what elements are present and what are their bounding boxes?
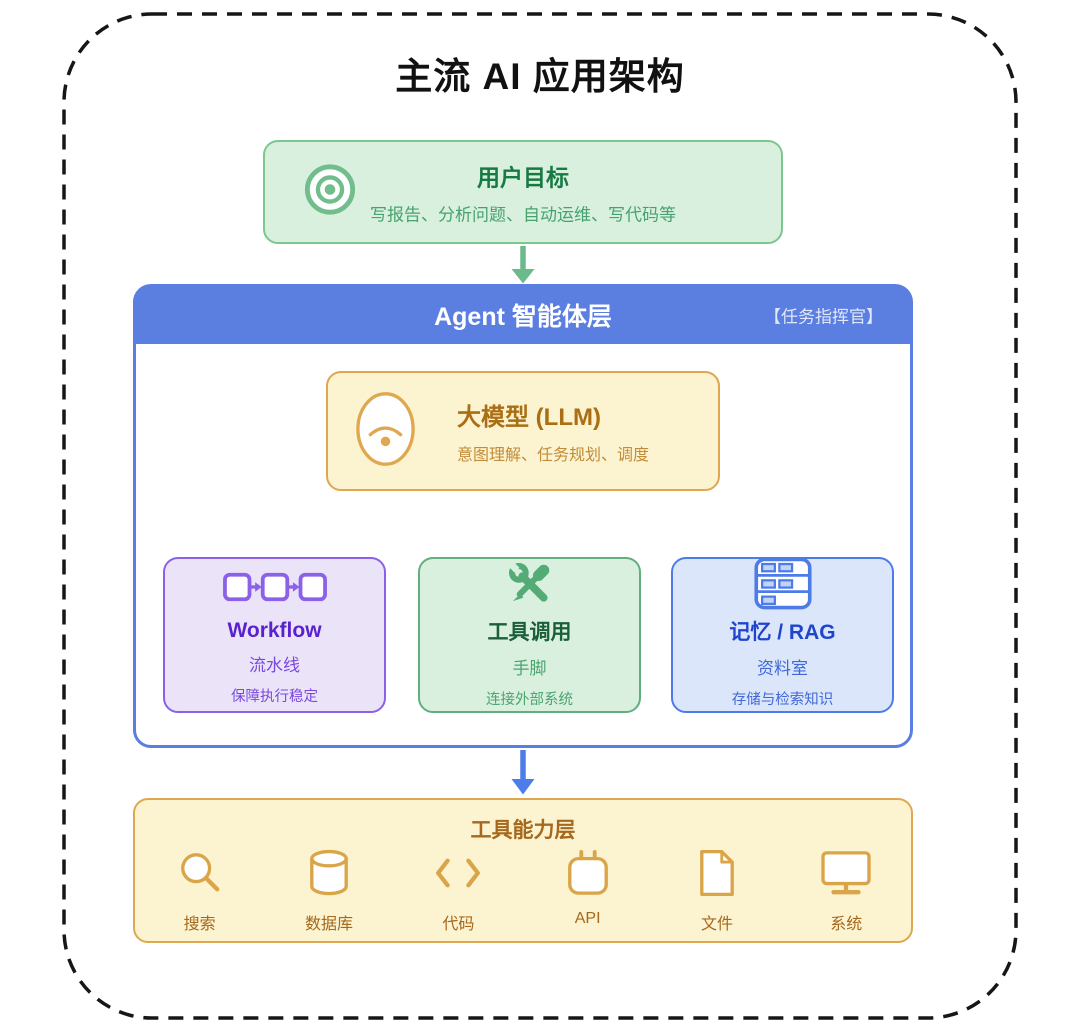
user-goal-text: 用户目标 写报告、分析问题、自动运维、写代码等 [265,159,781,226]
workflow-note: 保障执行稳定 [231,688,318,705]
workflow-module-box: Workflow 流水线 保障执行稳定 [163,557,386,713]
memory-rag-note: 存储与检索知识 [731,691,834,708]
llm-text: 大模型 (LLM) 意图理解、任务规划、调度 [457,397,649,465]
llm-title: 大模型 (LLM) [457,404,601,431]
search-icon [178,842,222,904]
agent-layer-title: Agent 智能体层 [434,303,612,331]
tool-layer-box: 工具能力层 搜索 数据库 [133,798,913,943]
tool-system-label: 系统 [830,916,863,933]
agent-layer-box: Agent 智能体层 【任务指挥官】 大模型 (LLM) 意图理解、任务规划、调… [133,284,913,748]
user-goal-title: 用户目标 [477,164,569,191]
tool-database: 数据库 [264,842,393,934]
tool-calling-module-box: 工具调用 手脚 连接外部系统 [418,557,641,713]
server-icon [753,557,812,610]
file-icon [698,842,736,904]
down-arrow-green-icon [511,246,535,284]
tool-file: 文件 [652,842,781,934]
llm-subtitle: 意图理解、任务规划、调度 [457,447,650,464]
tool-calling-subtitle: 手脚 [512,658,547,678]
tool-code-label: 代码 [442,916,475,933]
tool-code: 代码 [394,842,523,934]
tool-calling-note: 连接外部系统 [486,691,573,708]
tool-search-label: 搜索 [183,916,216,933]
page-title: 主流 AI 应用架构 [395,56,685,97]
memory-rag-subtitle: 资料室 [757,658,808,678]
tool-system: 系统 [782,842,911,934]
memory-rag-module-box: 记忆 / RAG 资料室 存储与检索知识 [671,557,894,713]
memory-rag-title: 记忆 / RAG [729,620,836,644]
api-icon [565,842,611,904]
llm-box: 大模型 (LLM) 意图理解、任务规划、调度 [326,371,720,491]
wrench-screwdriver-icon [506,562,554,606]
workflow-title: Workflow [227,618,322,642]
user-goal-subtitle: 写报告、分析问题、自动运维、写代码等 [370,205,676,225]
tool-layer-title: 工具能力层 [470,819,576,842]
tool-row: 搜索 数据库 代码 [135,842,911,934]
tool-api-label: API [574,910,601,927]
tool-calling-title: 工具调用 [487,620,572,644]
monitor-icon [820,842,872,904]
workflow-subtitle: 流水线 [249,655,300,675]
tool-api: API [523,842,652,934]
tool-search: 搜索 [135,842,264,934]
tool-database-label: 数据库 [304,916,353,933]
database-icon [308,842,350,904]
down-arrow-blue-icon [511,750,535,795]
agent-layer-badge: 【任务指挥官】 [764,307,883,327]
llm-face-icon [354,390,417,473]
user-goal-box: 用户目标 写报告、分析问题、自动运维、写代码等 [263,140,783,244]
code-icon [433,842,483,904]
workflow-icon [222,565,328,609]
tool-file-label: 文件 [700,916,733,933]
agent-layer-header: Agent 智能体层 【任务指挥官】 [135,286,911,344]
